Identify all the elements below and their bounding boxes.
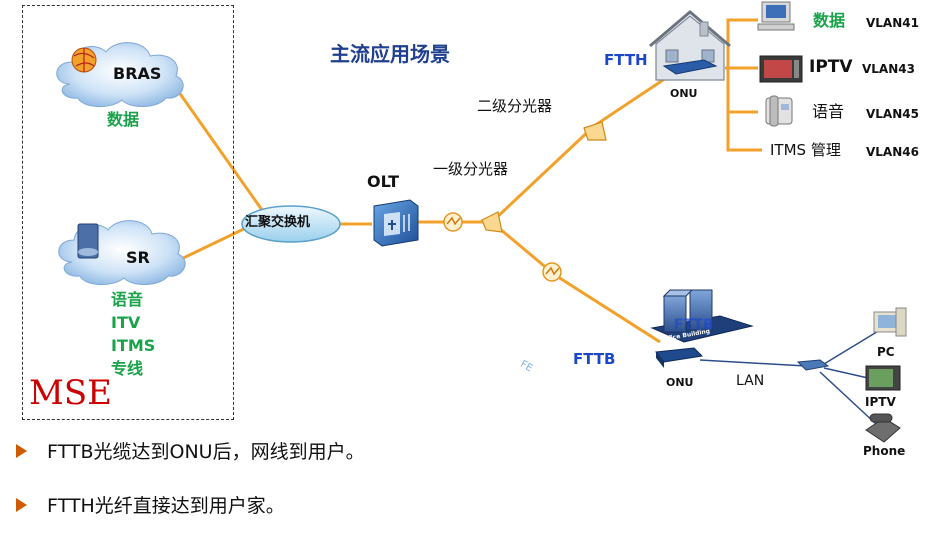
ftth-vlan-data: VLAN41 (866, 16, 919, 30)
link-onu-lanswitch (699, 359, 807, 367)
link-splitter1-fttb (493, 222, 661, 344)
splitter-level2-icon (583, 121, 607, 141)
link-lan-iptv (823, 367, 869, 379)
ftth-onu-label: ONU (670, 87, 698, 100)
ftth-service-voice: 语音 (812, 102, 845, 121)
fttb-tv-icon (865, 365, 901, 391)
link-sr-switch (174, 224, 251, 264)
sr-service-dedicated-line: 专线 (111, 359, 144, 378)
bras-cloud-icon (56, 42, 184, 107)
aggregation-switch-label: 汇聚交换机 (245, 215, 311, 230)
bullet-text-fttb: FTTB光缆达到ONU后，网线到用户。 (47, 441, 365, 463)
bras-service-data: 数据 (107, 110, 140, 129)
sr-cloud-icon (58, 220, 186, 285)
ftth-service-itms: ITMS 管理 (770, 141, 841, 159)
fttb-onu-label: ONU (666, 376, 694, 389)
splitter-level2-label: 二级分光器 (477, 97, 553, 115)
pc-icon (757, 1, 795, 31)
phone-icon (765, 95, 793, 127)
bullet-text-ftth: FTTH光纤直接达到用户家。 (47, 495, 285, 517)
fttb-pc-icon (873, 307, 907, 337)
lan-links (699, 329, 881, 425)
bullet-arrow-icon (16, 443, 27, 458)
fttb-onu-device-icon (655, 347, 704, 363)
sr-label: SR (126, 248, 150, 267)
office-building-icon (650, 289, 754, 343)
olt-label: OLT (367, 172, 400, 191)
splitter-level1-icon (481, 211, 503, 233)
house-icon (649, 10, 731, 81)
mse-label: MSE (29, 373, 112, 413)
fttb-device-pc-label: PC (877, 345, 895, 359)
link-onu-voice (726, 68, 758, 114)
ftth-vlan-voice: VLAN45 (866, 107, 919, 121)
onu-device-icon (662, 59, 718, 75)
link-lan-pc (823, 329, 881, 365)
ftth-vlan-itms: VLAN46 (866, 145, 919, 159)
optical-connector-icon-2 (542, 262, 562, 282)
fttb-device-phone-label: Phone (863, 444, 906, 458)
sr-service-voice: 语音 (111, 290, 144, 309)
tv-icon (759, 55, 803, 83)
optical-connector-icon (443, 212, 463, 232)
lan-switch-icon (796, 359, 830, 371)
splitter-level1-label: 一级分光器 (433, 160, 509, 178)
link-splitter1-ftth (492, 70, 676, 222)
bullet-arrow-icon (16, 497, 27, 512)
bullet-item-fttb: FTTB光缆达到ONU后，网线到用户。 (16, 437, 365, 464)
ftth-vlan-iptv: VLAN43 (862, 62, 915, 76)
fttb-label: FTTB (573, 350, 616, 368)
lan-label: LAN (736, 373, 765, 389)
link-bras-switch (174, 87, 264, 211)
link-lan-phone (819, 371, 877, 425)
sr-service-itv: ITV (111, 313, 141, 332)
diagram-title: 主流应用场景 (330, 42, 450, 66)
fttb-phone-icon (865, 413, 901, 443)
ftth-service-data: 数据 (813, 11, 846, 30)
link-onu-itms (726, 112, 762, 152)
fttb-overlay-label: FTTB (674, 317, 714, 333)
bullet-item-ftth: FTTH光纤直接达到用户家。 (16, 491, 285, 518)
switch-ellipse (241, 205, 341, 243)
ftth-service-iptv: IPTV (809, 57, 853, 77)
mse-region (22, 5, 234, 420)
ftth-label: FTTH (604, 51, 648, 69)
sr-service-itms: ITMS (111, 336, 156, 355)
olt-device-icon (373, 199, 419, 247)
fttb-device-iptv-label: IPTV (865, 395, 896, 409)
bras-label: BRAS (113, 64, 162, 83)
